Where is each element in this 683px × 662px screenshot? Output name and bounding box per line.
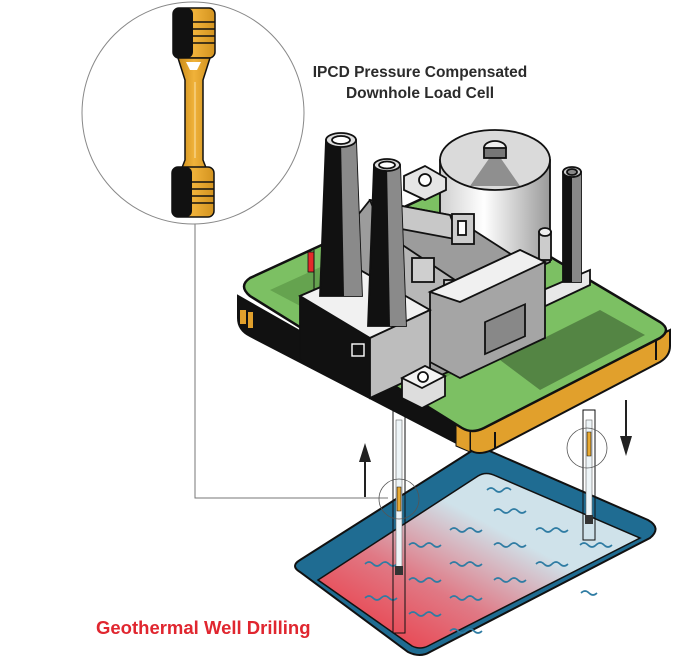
wave — [486, 487, 512, 493]
wave — [364, 595, 398, 601]
wave — [580, 590, 598, 596]
wave — [579, 542, 613, 548]
title-line-2: Downhole Load Cell — [345, 85, 495, 102]
wave — [493, 577, 527, 583]
wave — [364, 561, 398, 567]
power-plant — [298, 129, 591, 410]
reservoir-water — [316, 472, 642, 649]
wave — [449, 527, 483, 533]
wave — [535, 561, 569, 567]
wave — [408, 577, 442, 583]
diagram-title: IPCD Pressure Compensated Downhole Load … — [290, 62, 550, 104]
load-cell-magnified — [81, 1, 305, 225]
wave — [449, 595, 483, 601]
diagram-caption: Geothermal Well Drilling — [96, 617, 311, 638]
water-waves — [364, 487, 613, 634]
platform-side-right — [469, 328, 671, 454]
wave — [408, 611, 442, 617]
wave — [493, 508, 527, 514]
wave — [408, 542, 442, 548]
red-flag — [307, 251, 315, 273]
callout-leader-line — [194, 210, 388, 499]
wave — [535, 527, 569, 533]
geothermal-reservoir — [294, 448, 657, 656]
injection-well-callout-circle — [378, 478, 420, 520]
wave — [493, 542, 527, 548]
production-well-callout-circle — [566, 427, 608, 469]
production-well — [582, 409, 596, 541]
down-arrow — [620, 400, 632, 456]
title-line-1: IPCD Pressure Compensated — [312, 64, 528, 81]
wave — [449, 561, 483, 567]
wave — [449, 628, 483, 634]
up-arrow — [359, 443, 371, 497]
